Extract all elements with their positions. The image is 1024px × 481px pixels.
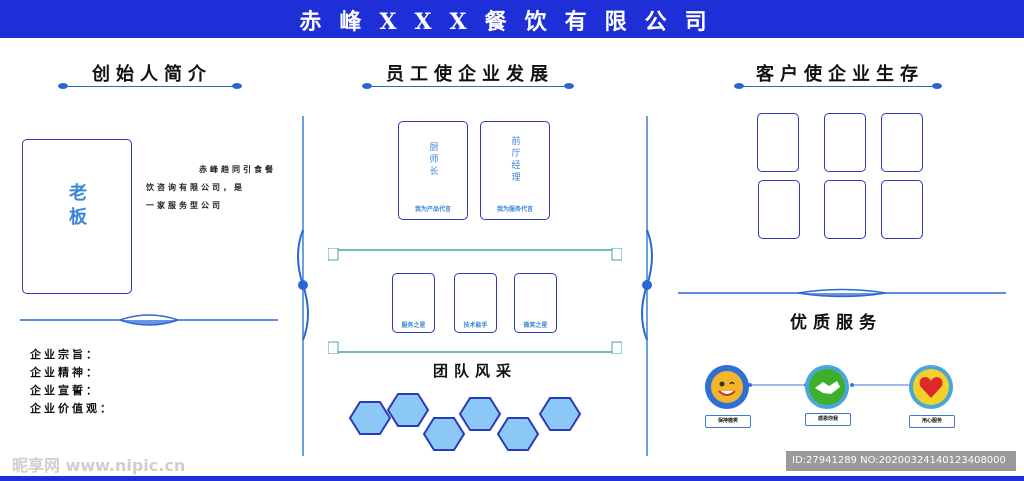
company-title: 赤峰XXX餐饮有限公司 (299, 9, 725, 35)
middle-title-underline (370, 86, 570, 87)
customer-photo (881, 113, 923, 172)
customer-photo (824, 113, 866, 172)
hexagon-gallery (348, 393, 582, 451)
hexagon (458, 397, 502, 431)
hexagon (496, 417, 540, 451)
deco-dot (58, 83, 68, 89)
hexagon (348, 401, 392, 435)
left-title-underline (66, 86, 238, 87)
team-caption: 技术能手 (463, 322, 488, 329)
customer-photo (824, 180, 866, 239)
team-photo-3: 微笑之星 (514, 273, 557, 333)
chef-text: 厨师长 (429, 143, 439, 177)
list-item: 企业宗旨： (30, 348, 100, 361)
intro-line: 赤峰趋同引食餐 (199, 164, 276, 174)
team-photo-1: 服务之星 (392, 273, 435, 333)
customer-photo (758, 180, 800, 239)
smiley-sun-icon (705, 365, 749, 409)
right-title-underline (742, 86, 938, 87)
watermark-logo: 昵享网 www.nipic.cn (12, 456, 186, 475)
team-caption: 服务之星 (401, 322, 426, 329)
business-values-list: 企业宗旨： 企业精神： 企业宣誓： 企业价值观： (30, 346, 114, 418)
service-label: 用心服务 (909, 415, 955, 428)
watermark-id: ID:27941289 NO:20200324140123408000 (786, 451, 1016, 471)
portrait-text: 老板 (69, 183, 87, 228)
founder-portrait-frame: 老板 (22, 139, 132, 294)
list-item: 企业价值观： (30, 402, 114, 415)
ornament-left (297, 230, 309, 340)
service-label: 保持微笑 (705, 415, 751, 428)
customer-photo (757, 113, 799, 172)
right-divider-ornament (678, 288, 1006, 298)
left-divider-ornament (20, 314, 278, 326)
ornament-right (641, 230, 653, 340)
deco-dot (232, 83, 242, 89)
service-title: 优质服务 (790, 313, 882, 333)
right-section-title: 客户使企业生存 (756, 64, 924, 85)
team-title: 团队风采 (432, 362, 517, 380)
deco-dot (734, 83, 744, 89)
left-section-title: 创始人简介 (92, 64, 212, 85)
manager-text: 前厅经理 (511, 137, 521, 183)
team-frame-border (328, 248, 622, 354)
hexagon (386, 393, 430, 427)
team-caption: 微笑之星 (523, 322, 548, 329)
team-photo-2: 技术能手 (454, 273, 497, 333)
service-label: 感恩你我 (805, 413, 851, 426)
list-item: 企业宣誓： (30, 384, 100, 397)
manager-frame: 前厅经理 我为服务代言 (480, 121, 550, 220)
list-item: 企业精神： (30, 366, 100, 379)
founder-intro: 赤峰趋同引食餐 饮咨询有限公司，是 一家服务型公司 (146, 160, 276, 214)
intro-line: 一家服务型公司 (146, 200, 223, 210)
deco-dot (564, 83, 574, 89)
footer-bar (0, 476, 1024, 481)
chef-caption: 我为产品代言 (414, 206, 451, 213)
chef-frame: 厨师长 我为产品代言 (398, 121, 468, 220)
deco-dot (932, 83, 942, 89)
middle-section-title: 员工使企业发展 (386, 64, 554, 85)
customer-photo (881, 180, 923, 239)
heart-icon (909, 365, 953, 409)
hexagon (422, 417, 466, 451)
manager-caption: 我为服务代言 (496, 206, 533, 213)
intro-line: 饮咨询有限公司，是 (146, 182, 245, 192)
hexagon (538, 397, 582, 431)
deco-dot (362, 83, 372, 89)
handshake-icon (805, 365, 849, 409)
header-bar: 赤峰XXX餐饮有限公司 (0, 0, 1024, 38)
